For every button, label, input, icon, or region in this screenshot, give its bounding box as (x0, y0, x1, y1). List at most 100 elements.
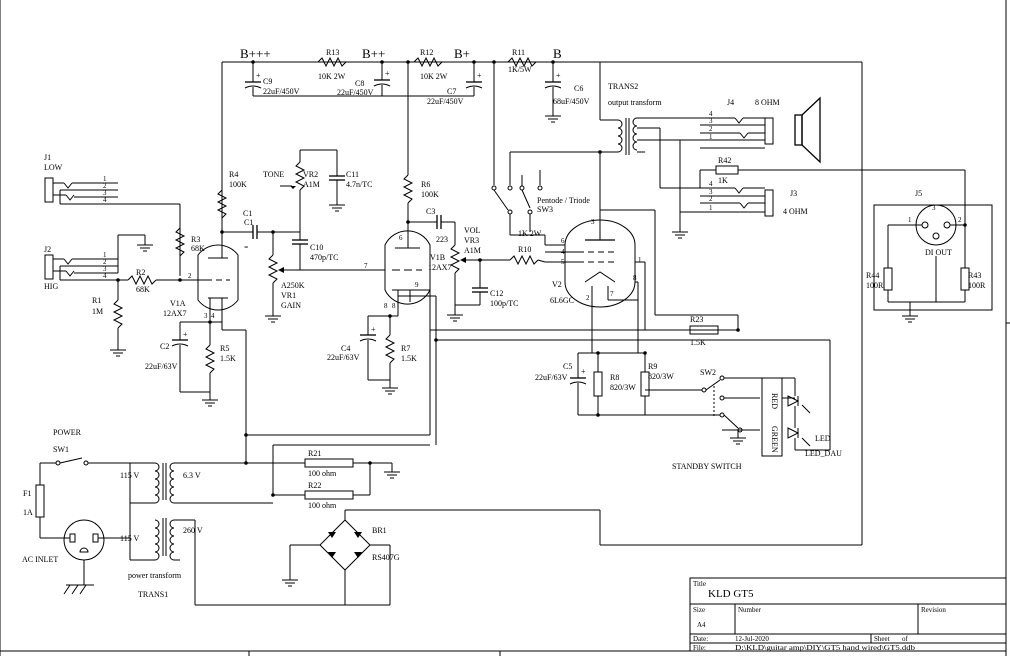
svg-text:100 ohm: 100 ohm (308, 469, 337, 478)
rail-b1: B+ (454, 46, 470, 61)
svg-text:GREEN: GREEN (770, 426, 779, 453)
resistor-r9: R9 820/3W (640, 353, 674, 415)
svg-text:9: 9 (415, 281, 419, 289)
capacitor-c8: + C8 22uF/450V (337, 62, 391, 97)
svg-text:AC INLET: AC INLET (22, 555, 58, 564)
svg-text:HIG: HIG (44, 282, 58, 291)
svg-text:SW1: SW1 (53, 445, 69, 454)
svg-text:4: 4 (103, 196, 107, 204)
svg-text:J2: J2 (44, 245, 51, 254)
svg-text:4: 4 (709, 110, 713, 118)
svg-text:V2: V2 (552, 280, 562, 289)
standby-switch-sw2: SW2 STANDBY SWITCH (672, 368, 795, 471)
svg-text:115 V: 115 V (120, 471, 140, 480)
svg-text:DI OUT: DI OUT (925, 248, 952, 257)
resistor-r13: R13 10K 2W (317, 48, 347, 81)
resistor-r3: R3 68K (174, 227, 205, 257)
svg-text:R43: R43 (968, 271, 981, 280)
svg-text:R5: R5 (220, 344, 229, 353)
svg-text:TRANS1: TRANS1 (138, 590, 168, 599)
svg-text:C1: C1 (243, 209, 252, 218)
svg-text:1: 1 (103, 175, 107, 183)
title-label: Title (693, 580, 706, 588)
svg-text:10K 2W: 10K 2W (318, 72, 346, 81)
svg-text:J4: J4 (727, 98, 734, 107)
svg-text:1K: 1K (718, 176, 728, 185)
svg-text:R3: R3 (191, 235, 200, 244)
svg-text:4.7n/TC: 4.7n/TC (346, 180, 372, 189)
output-jack-j4: 4 3 2 1 J4 8 OHM (680, 98, 780, 149)
svg-text:C5: C5 (563, 362, 572, 371)
svg-text:3: 3 (103, 265, 107, 273)
svg-text:F1: F1 (23, 489, 31, 498)
svg-text:R10: R10 (518, 245, 531, 254)
tube-v1a: 2 3 4 V1A 12AX7 (163, 232, 239, 322)
svg-text:223: 223 (436, 235, 448, 244)
svg-text:2: 2 (103, 258, 107, 266)
di-out-jack-j5: 1 2 3 J5 DI OUT R44 100R R43 100R (866, 170, 993, 323)
svg-text:820/3W: 820/3W (648, 372, 674, 381)
svg-text:C6: C6 (574, 84, 583, 93)
resistor-r7: R7 1.5K (382, 316, 417, 395)
svg-text:VR2: VR2 (303, 170, 318, 179)
status-led: RED GREEN LED LED_DAU (761, 377, 842, 458)
svg-text:68uF/450V: 68uF/450V (553, 97, 590, 106)
capacitor-c11: C11 4.7n/TC (329, 150, 372, 212)
svg-text:C12: C12 (490, 289, 503, 298)
svg-text:8: 8 (392, 302, 396, 310)
title-block: Title KLD GT5 Size A4 Number Revision Da… (689, 577, 1007, 652)
svg-text:R21: R21 (308, 449, 321, 458)
svg-text:5: 5 (561, 258, 565, 266)
svg-text:RED: RED (770, 393, 779, 409)
svg-text:2: 2 (586, 294, 590, 302)
speaker-icon (794, 96, 821, 164)
svg-text:12-Jul-2020: 12-Jul-2020 (735, 635, 769, 643)
svg-text:R8: R8 (610, 373, 619, 382)
capacitor-c10: C10 470p/TC (292, 232, 338, 270)
svg-text:115 V: 115 V (120, 534, 140, 543)
svg-text:6: 6 (561, 237, 565, 245)
svg-text:RS407G: RS407G (372, 553, 400, 562)
svg-text:1.5K: 1.5K (220, 354, 236, 363)
bplus-bus (221, 61, 863, 546)
power-transformer-trans1: 115 V 115 V 6.3 V 260 V power transform … (120, 462, 390, 606)
svg-text:A4: A4 (697, 621, 706, 629)
svg-text:2: 2 (709, 195, 713, 203)
svg-text:output transform: output transform (608, 98, 662, 107)
svg-text:R23: R23 (690, 315, 703, 324)
svg-text:Sheet: Sheet (874, 635, 890, 643)
resistor-r23: R23 1.5K (644, 262, 738, 347)
resistor-r10: R10 1K 2W (480, 229, 546, 266)
svg-text:C9: C9 (263, 77, 272, 86)
svg-text:4: 4 (211, 312, 215, 320)
svg-text:2: 2 (709, 125, 713, 133)
svg-text:12AX7: 12AX7 (163, 309, 187, 318)
svg-text:R11: R11 (512, 48, 525, 57)
svg-text:7: 7 (610, 290, 614, 298)
svg-text:R9: R9 (648, 362, 657, 371)
svg-text:R42: R42 (718, 156, 731, 165)
svg-text:100 ohm: 100 ohm (308, 501, 337, 510)
svg-text:22uF/450V: 22uF/450V (337, 88, 374, 97)
svg-text:+: + (183, 330, 188, 339)
svg-text:22uF/450V: 22uF/450V (263, 87, 300, 96)
svg-text:C11: C11 (346, 170, 359, 179)
svg-text:4: 4 (561, 248, 565, 256)
svg-text:100K: 100K (421, 190, 439, 199)
rail-b0: B (553, 46, 562, 61)
svg-text:C4: C4 (341, 344, 350, 353)
svg-text:260 V: 260 V (183, 526, 203, 535)
svg-text:3: 3 (591, 218, 595, 226)
svg-text:3: 3 (204, 312, 208, 320)
svg-text:Number: Number (738, 606, 762, 614)
svg-text:V1B: V1B (430, 253, 445, 262)
svg-text:C7: C7 (447, 87, 456, 96)
svg-text:File:: File: (693, 644, 706, 652)
svg-text:R6: R6 (421, 180, 430, 189)
svg-text:1M: 1M (92, 307, 103, 316)
svg-text:68K: 68K (191, 244, 205, 253)
rail-b2: B++ (362, 46, 385, 61)
svg-text:A1M: A1M (303, 180, 320, 189)
resistor-r21: R21 100 ohm (246, 449, 400, 479)
